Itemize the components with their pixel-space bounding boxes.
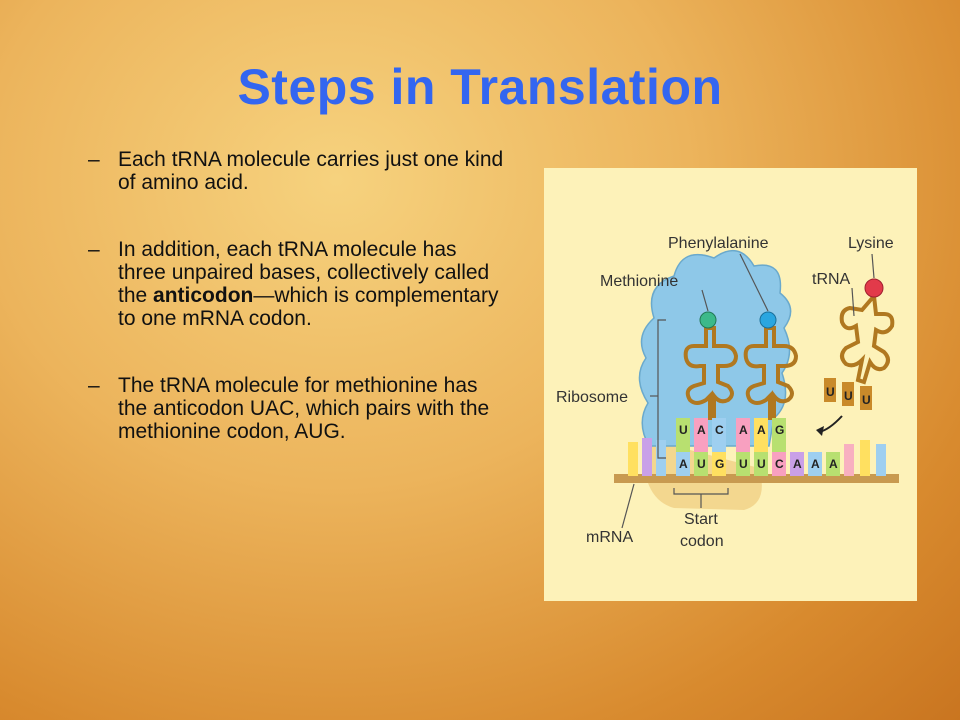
free-base-label: U <box>844 389 853 403</box>
mrna-codon-pegs <box>676 452 840 476</box>
anticodon-base: U <box>679 423 688 437</box>
bullet-text: The tRNA molecule for methionine has the… <box>118 374 490 443</box>
mrna-base: A <box>811 457 820 471</box>
anticodon-pegs <box>676 418 786 452</box>
bullet-text-post: —which is complementary to one mRNA codo… <box>118 284 499 330</box>
label-start: Start <box>684 511 718 528</box>
methionine-ball <box>699 311 717 329</box>
mrna-codon-labels: A U G U U C A A A <box>679 457 838 471</box>
bullet-methionine-uac: – The tRNA molecule for methionine has t… <box>88 374 508 443</box>
free-base-label: U <box>826 385 835 399</box>
slide-title: Steps in Translation <box>237 59 723 115</box>
mrna-base: A <box>829 457 838 471</box>
ribosome <box>638 249 792 447</box>
lysine-ball <box>864 278 884 298</box>
bullet-dash: – <box>88 148 100 171</box>
label-ribosome: Ribosome <box>556 389 628 406</box>
mrna-base: A <box>679 457 688 471</box>
mrna-base: A <box>793 457 802 471</box>
translation-diagram: U U U U A C <box>544 168 917 601</box>
anticodon-base: C <box>715 423 724 437</box>
translation-diagram-svg: U U U U A C <box>556 235 899 550</box>
label-lysine: Lysine <box>848 235 894 252</box>
phenylalanine-ball <box>759 311 777 329</box>
anticodon-base: A <box>757 423 766 437</box>
bullet-dash: – <box>88 238 100 261</box>
bullet-anticodon: – In addition, each tRNA molecule has th… <box>88 238 508 330</box>
label-trna: tRNA <box>812 271 851 288</box>
label-mrna: mRNA <box>586 529 633 546</box>
bullet-dash: – <box>88 374 100 397</box>
free-base-label: U <box>862 393 871 407</box>
ribosome-bracket <box>657 319 666 459</box>
anticodon-base: A <box>697 423 706 437</box>
mrna-strand <box>614 474 899 483</box>
free-trna-bases: U U U <box>824 378 872 410</box>
bullet-trna-one-amino-acid: – Each tRNA molecule carries just one ki… <box>88 148 508 194</box>
anticodon-base: A <box>739 423 748 437</box>
mrna-base: U <box>697 457 706 471</box>
anticodon-labels: U A C A A G <box>679 423 784 437</box>
bullet-text-pre: In addition, each tRNA molecule has thre… <box>118 238 490 307</box>
anticodon-base: G <box>775 423 784 437</box>
mrna-base: C <box>775 457 784 471</box>
mrna-bases-right <box>844 440 886 476</box>
label-phenylalanine: Phenylalanine <box>668 235 769 252</box>
anticodon-term: anticodon <box>153 284 254 307</box>
mrna-base: U <box>757 457 766 471</box>
bullet-text: Each tRNA molecule carries just one kind… <box>118 148 504 194</box>
trna-free <box>839 291 895 385</box>
mrna-base: G <box>715 457 724 471</box>
label-codon: codon <box>680 533 724 550</box>
mrna-bases-left <box>628 438 666 476</box>
mrna-base: U <box>739 457 748 471</box>
bullet-list: – Each tRNA molecule carries just one ki… <box>88 148 508 487</box>
label-methionine: Methionine <box>600 273 678 290</box>
